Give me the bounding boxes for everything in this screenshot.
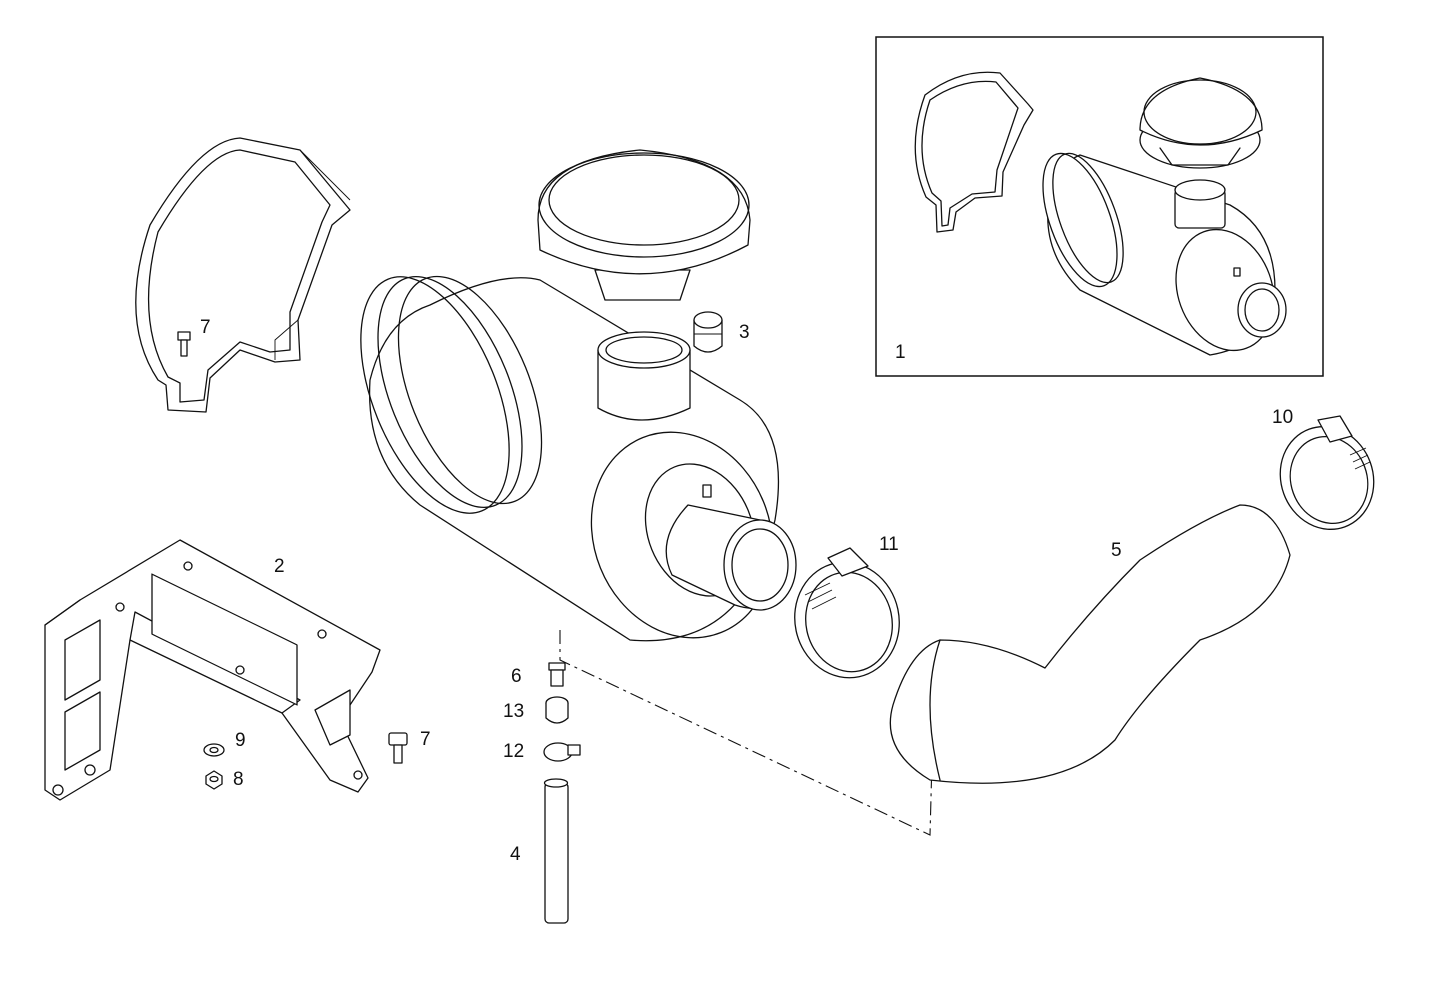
callout-12: 12: [503, 741, 524, 762]
bolt-bracket: [388, 732, 408, 764]
tube: [543, 778, 569, 924]
screw: [548, 662, 566, 687]
clamp-bolt-head: [177, 331, 191, 341]
callout-8: 8: [233, 769, 244, 790]
callout-3: 3: [739, 322, 750, 343]
grommet: [545, 696, 569, 724]
inset-cap: [1139, 77, 1263, 169]
filter-cap: [537, 149, 751, 301]
air-hose: [889, 504, 1291, 784]
callout-11: 11: [879, 534, 899, 555]
callout-9: 9: [235, 730, 246, 751]
mounting-bracket: [44, 539, 381, 801]
callout-4: 4: [510, 844, 521, 865]
callout-2: 2: [274, 556, 285, 577]
plug: [693, 311, 723, 353]
callout-5: 5: [1111, 540, 1122, 561]
callout-13: 13: [503, 701, 524, 722]
clamp-bolt-shank: [180, 339, 188, 357]
inset-clamp-band: [914, 71, 1034, 233]
small-clamp: [543, 742, 581, 762]
callout-7-bracket-bolt: 7: [420, 729, 431, 750]
nut: [205, 770, 223, 790]
clamp-band-large: [135, 137, 351, 413]
callout-10: 10: [1272, 407, 1293, 428]
callout-1: 1: [895, 342, 906, 363]
washer: [203, 743, 225, 757]
sensor-port: [702, 484, 712, 498]
callout-7-clamp-bolt: 7: [200, 317, 211, 338]
hose-clamp-large: [1279, 415, 1375, 530]
inset-filter-body: [1042, 152, 1287, 356]
air-filter-housing: [360, 275, 797, 642]
callout-6: 6: [511, 666, 522, 687]
inset-assembled-view: [875, 36, 1324, 377]
hose-clamp-mid: [794, 547, 900, 679]
